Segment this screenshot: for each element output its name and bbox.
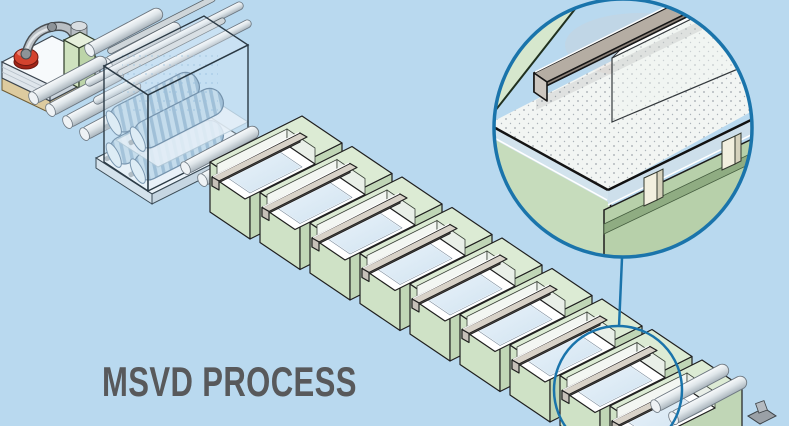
- substrate-clip: [643, 168, 664, 207]
- detail-connector-line: [617, 257, 624, 328]
- inset-end-wall: [494, 0, 590, 130]
- water-spray: [122, 55, 218, 117]
- washer-enclosure: [102, 15, 250, 193]
- end-effector: [747, 400, 777, 425]
- detail-inset-circle: [492, 0, 754, 259]
- detail-small-circle: [552, 324, 684, 426]
- spray-pipes: [107, 0, 226, 117]
- process-title: MSVD PROCESS: [102, 358, 357, 405]
- washer-unit: [85, 0, 254, 205]
- substrate-clip: [721, 132, 742, 171]
- detail-inset: [492, 0, 754, 259]
